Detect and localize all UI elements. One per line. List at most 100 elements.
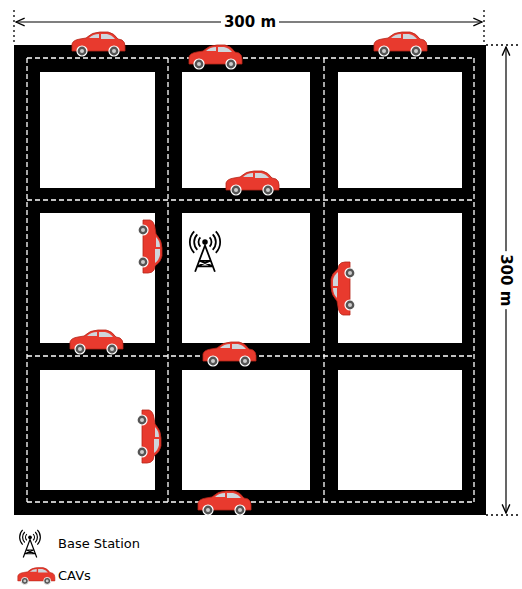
signal-wave [37, 530, 40, 545]
base-station-icon [20, 530, 41, 558]
car-window [255, 173, 269, 178]
car-window [403, 34, 417, 39]
signal-wave [213, 234, 216, 249]
lane-divider [27, 199, 474, 200]
lane-divider [26, 58, 27, 502]
car-wheel [109, 46, 119, 56]
car-hub [382, 49, 386, 53]
signal-wave [23, 532, 25, 543]
car-wheel [231, 185, 241, 195]
car-hub [197, 62, 201, 66]
tower-frame [195, 245, 215, 271]
car-wheel [240, 356, 250, 366]
car-wheel [345, 300, 355, 310]
car-hub [140, 418, 144, 422]
legend-icons [18, 530, 55, 585]
car-window [391, 34, 401, 38]
car-hub [110, 347, 114, 351]
car-icon [203, 342, 256, 366]
signal-wave [26, 534, 27, 540]
car-icon [18, 568, 55, 585]
car-hub [211, 359, 215, 363]
car-icon [138, 220, 162, 273]
legend-text: CAVs [58, 569, 91, 583]
dimension-lines [14, 10, 518, 515]
city-block [338, 213, 462, 343]
dimension-tick [486, 44, 518, 45]
signal-wave [194, 234, 197, 249]
dimension-tick [486, 514, 518, 515]
city-block [338, 72, 462, 188]
car-hub [348, 271, 352, 275]
city-block [338, 370, 462, 490]
car-window [215, 493, 225, 497]
dimension-label: 300 m [221, 14, 279, 31]
tower-antenna [202, 239, 208, 245]
car-hub [266, 188, 270, 192]
car-hub [238, 508, 242, 512]
car-wheel [379, 46, 389, 56]
city-block [40, 72, 155, 188]
cav-vehicles [70, 32, 427, 515]
car-window [30, 569, 37, 572]
car-hub [234, 188, 238, 192]
tower-brace [197, 261, 212, 267]
car-window [87, 332, 97, 336]
dimension-tick [483, 10, 484, 45]
car-window [89, 34, 99, 38]
car-icon [331, 262, 355, 315]
road-grid [14, 45, 486, 515]
car-hub [229, 62, 233, 66]
car-wheel [226, 59, 236, 69]
car-icon [374, 32, 427, 56]
car-icon [72, 32, 125, 56]
signal-wave [216, 231, 220, 253]
car-icon [226, 171, 279, 195]
tower-frame [23, 540, 37, 558]
city-block [182, 370, 310, 490]
car-wheel [138, 225, 148, 235]
car-window [99, 332, 113, 337]
car-hub [23, 580, 26, 583]
car-wheel [77, 46, 87, 56]
lane-divider [167, 58, 168, 502]
city-block [40, 213, 155, 343]
car-icon [137, 410, 161, 463]
base-station-icon [190, 231, 220, 271]
car-wheel [44, 577, 51, 584]
car-wheel [235, 505, 245, 515]
car-window [155, 427, 159, 437]
car-wheel [75, 344, 85, 354]
tower-brace [25, 550, 36, 554]
legend-text: Base Station [58, 537, 140, 551]
car-window [156, 237, 160, 247]
car-hub [141, 260, 145, 264]
signal-wave [190, 231, 194, 253]
signal-wave [210, 237, 212, 246]
car-wheel [137, 447, 147, 457]
car-window [206, 47, 216, 51]
car-window [154, 439, 159, 453]
road-surface [14, 45, 486, 515]
car-wheel [107, 344, 117, 354]
lane-divider [323, 58, 324, 502]
car-wheel [194, 59, 204, 69]
car-hub [141, 228, 145, 232]
city-block [182, 213, 310, 343]
city-block [40, 370, 155, 490]
car-icon [189, 45, 242, 69]
car-wheel [208, 356, 218, 366]
signal-wave [198, 237, 200, 246]
lane-divider [27, 57, 474, 58]
signal-wave [20, 530, 23, 545]
car-icon [198, 491, 251, 515]
dimension-label: 300 m [498, 251, 515, 309]
car-hub [78, 347, 82, 351]
car-window [218, 47, 232, 52]
car-wheel [203, 505, 213, 515]
car-window [333, 288, 337, 298]
car-wheel [411, 46, 421, 56]
tower-antenna [28, 535, 32, 539]
